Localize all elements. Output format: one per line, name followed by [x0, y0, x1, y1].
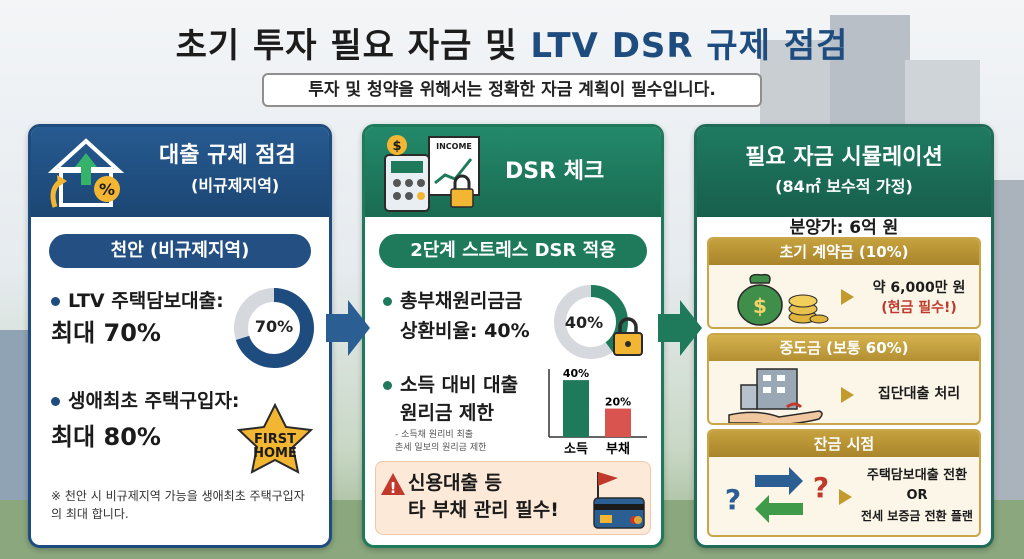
bar-1 — [605, 408, 631, 437]
group-loan-text: 집단대출 처리 — [877, 386, 961, 402]
limit-footnote-2: 촌세 일보의 원리금 제한 — [395, 443, 487, 453]
bar-0 — [563, 380, 589, 437]
bullet-dot — [51, 297, 60, 306]
page-subtitle: 투자 및 청약을 위해서는 정확한 자금 계획이 필수입니다. — [262, 73, 762, 107]
cash-required-note: (현금 필수!) — [881, 300, 957, 316]
money-bag-coins-icon: $ — [737, 273, 829, 326]
income-limit-label: 소득 대비 대출 — [383, 371, 518, 399]
region-pill: 천안 (비규제지역) — [49, 234, 311, 268]
debt-warning-box: ! 신용대출 등 타 부채 관리 필수! — [375, 461, 651, 535]
dsr-ratio-label: 총부채원리금금 — [383, 287, 522, 315]
first-home-value: 최대 80% — [51, 423, 161, 451]
ltv-label: LTV 주택담보대출: — [51, 287, 224, 315]
step-arrow-icon — [841, 387, 854, 403]
balance-payment-step: 잔금 시점 ? ? 주택담보대출 전환 OR 전세 보증금 전환 플랜 — [707, 429, 981, 537]
loan-regulation-subtitle: (비규제지역) — [191, 176, 280, 195]
limit-footnote-1: - 소득채 원리비 최출 — [395, 430, 474, 440]
region-footnote: ※ 천안 시 비규제지역 가능을 생애최초 주택구입자의 최대 합니다. — [51, 489, 305, 521]
credit-card-flag-icon — [593, 472, 645, 529]
bar-category-label-0: 소득 — [564, 442, 588, 457]
loan-regulation-panel: % 대출 규제 점검 (비규제지역) 천안 (비규제지역) LTV 주택담보대출… — [28, 124, 332, 548]
page-title: 초기 투자 필요 자금 및 LTV DSR 규제 점검 — [175, 26, 849, 66]
padlock-icon — [613, 317, 643, 356]
svg-text:%: % — [99, 180, 115, 199]
loan-regulation-title: 대출 규제 점검 — [159, 143, 296, 168]
fund-simulation-panel: 필요 자금 시뮬레이션 (84㎡ 보수적 가정) 분양가: 6억 원 초기 계약… — [694, 124, 994, 548]
house-growth-icon: % — [47, 138, 125, 208]
dsr-check-panel: INCOME $ DSR 체크 2단계 스트레스 DSR 적용 총부채원리금금 … — [362, 124, 664, 548]
or-text: OR — [906, 488, 928, 503]
ltv-value: 최대 70% — [51, 319, 161, 347]
income-debt-bar-chart: 40% 소득 20% 부채 — [548, 367, 647, 457]
svg-text:?: ? — [725, 483, 741, 516]
income-tag: INCOME — [436, 142, 472, 151]
next-step-arrow-icon — [326, 300, 370, 356]
fund-simulation-title: 필요 자금 시뮬레이션 — [745, 145, 943, 170]
interim-payment-step: 중도금 (보통 60%) 집단대출 처리 — [707, 333, 981, 425]
step-arrow-icon — [841, 289, 854, 305]
dsr-donut-label: 40% — [564, 313, 604, 332]
dsr-check-title: DSR 체크 — [505, 159, 605, 184]
bar-data-label-0: 40% — [563, 367, 589, 380]
down-payment-amount: 약 6,000만 원 — [872, 280, 966, 296]
svg-text:$: $ — [753, 294, 767, 318]
jeonse-conversion-text: 전세 보증금 전환 플랜 — [861, 509, 973, 523]
svg-text:?: ? — [813, 471, 829, 504]
income-limit-label-2: 원리금 제한 — [400, 402, 495, 424]
debt-warning-text: 신용대출 등 타 부채 관리 필수! — [408, 472, 559, 521]
loan-regulation-header: % 대출 규제 점검 (비규제지역) — [31, 127, 329, 217]
warning-icon: ! — [381, 473, 405, 496]
building-hand-icon — [728, 368, 823, 423]
bar-category-label-1: 부채 — [606, 442, 630, 457]
sale-price: 분양가: 6억 원 — [789, 218, 899, 238]
ltv-donut-chart — [234, 288, 314, 368]
svg-text:!: ! — [390, 479, 397, 496]
dsr-check-header: INCOME $ DSR 체크 — [365, 127, 661, 217]
ltv-donut-arc — [234, 288, 314, 368]
mortgage-conversion-text: 주택담보대출 전환 — [866, 468, 968, 483]
first-home-label: 생애최초 주택구입자: — [51, 387, 240, 415]
bullet-dot — [51, 397, 60, 406]
balance-payment-step-header: 잔금 시점 — [709, 431, 979, 457]
down-payment-step: 초기 계약금 (10%) $ 약 6,000만 원 (현금 필수!) — [707, 237, 981, 329]
fund-simulation-header: 필요 자금 시뮬레이션 (84㎡ 보수적 가정) — [697, 127, 991, 217]
down-payment-step-header: 초기 계약금 (10%) — [709, 239, 979, 265]
bullet-dot — [383, 297, 392, 306]
bar-data-label-1: 20% — [605, 396, 631, 409]
badge-text-home: HOME — [253, 446, 297, 461]
badge-text-first: FIRST — [254, 432, 296, 447]
fund-simulation-subtitle: (84㎡ 보수적 가정) — [775, 177, 913, 196]
interim-payment-step-header: 중도금 (보통 60%) — [709, 335, 979, 361]
first-home-star-badge-icon: FIRST HOME — [236, 402, 314, 474]
bullet-dot — [383, 381, 392, 390]
swap-arrows-question-icon: ? ? — [725, 467, 829, 523]
stress-dsr-pill: 2단계 스트레스 DSR 적용 — [379, 234, 647, 268]
step-arrow-icon — [839, 489, 852, 505]
ltv-donut-label: 70% — [254, 317, 294, 336]
svg-text:$: $ — [392, 139, 401, 154]
next-step-arrow-icon — [658, 300, 702, 356]
calculator-income-icon: INCOME $ — [384, 135, 480, 212]
dsr-ratio-value: 상환비율: 40% — [400, 320, 530, 342]
